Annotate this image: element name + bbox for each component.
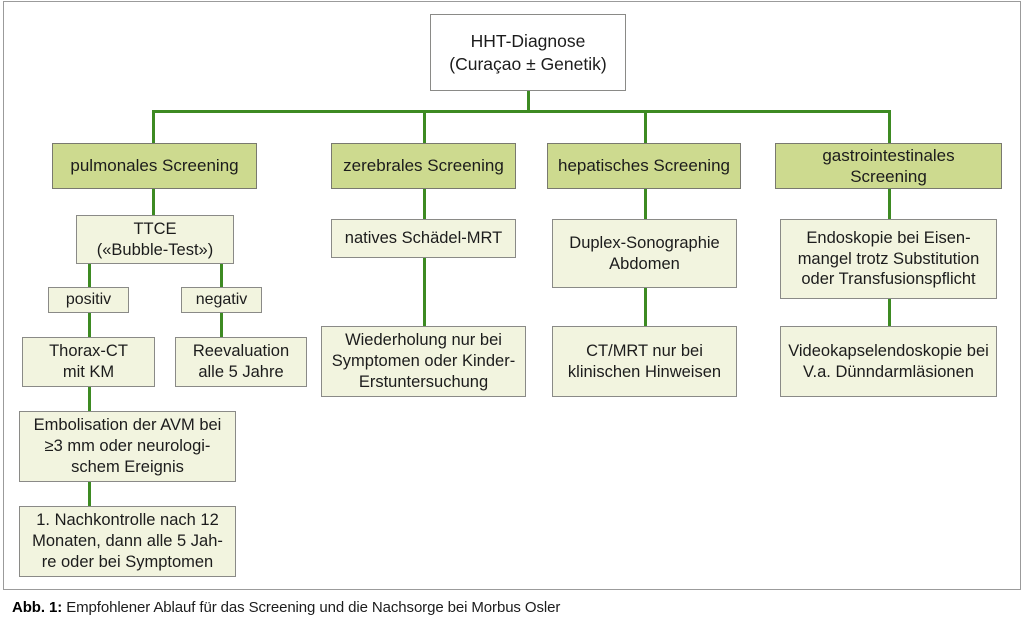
connector-main-bus <box>152 110 889 113</box>
connector-zerebral-to-mrt <box>423 188 426 219</box>
connector-gastro-to-endoskopie <box>888 188 891 219</box>
connector-negativ-to-reevaluation <box>220 312 223 338</box>
connector-positiv-to-thorax <box>88 312 91 338</box>
node-zerebrales-screening[interactable]: zerebrales Screening <box>331 143 516 189</box>
connector-duplex-to-ctmrt <box>644 288 647 326</box>
connector-endoskopie-to-videokapsel <box>888 299 891 326</box>
connector-embolisation-to-nachkontrolle <box>88 481 91 507</box>
connector-ttce-to-positiv <box>88 263 91 288</box>
node-hht-diagnose[interactable]: HHT-Diagnose (Curaçao ± Genetik) <box>430 14 626 91</box>
figure-caption-label: Abb. 1: <box>12 599 63 616</box>
connector-pulmonal-to-ttce <box>152 188 155 215</box>
node-natives-schaedel-mrt[interactable]: natives Schädel-MRT <box>331 219 516 258</box>
node-thorax-ct[interactable]: Thorax-CT mit KM <box>22 337 155 387</box>
node-gastrointestinales-screening[interactable]: gastrointestinales Screening <box>775 143 1002 189</box>
figure-caption-body-text: Empfohlener Ablauf für das Screening und… <box>66 599 561 616</box>
node-duplex-sonographie[interactable]: Duplex-Sonographie Abdomen <box>552 219 737 288</box>
connector-thorax-to-embolisation <box>88 386 91 412</box>
node-reevaluation[interactable]: Reevaluation alle 5 Jahre <box>175 337 307 387</box>
connector-mrt-to-wiederholung <box>423 258 426 326</box>
node-embolisation[interactable]: Embolisation der AVM bei ≥3 mm oder neur… <box>19 411 236 482</box>
node-videokapselendoskopie[interactable]: Videokapselendoskopie bei V.a. Dünndarml… <box>780 326 997 397</box>
connector-bus-to-pulmonal <box>152 110 155 143</box>
connector-bus-to-hepatisch <box>644 110 647 143</box>
connector-bus-to-gastro <box>888 110 891 143</box>
figure-caption: Abb. 1: Empfohlener Ablauf für das Scree… <box>3 599 560 616</box>
node-wiederholung[interactable]: Wiederholung nur bei Symptomen oder Kind… <box>321 326 526 397</box>
figure-caption-bar: Abb. 1: Empfohlener Ablauf für das Scree… <box>3 589 1021 625</box>
node-ct-mrt-klinisch[interactable]: CT/MRT nur bei klinischen Hinweisen <box>552 326 737 397</box>
node-endoskopie[interactable]: Endoskopie bei Eisen- mangel trotz Subst… <box>780 219 997 299</box>
node-negativ[interactable]: negativ <box>181 287 262 313</box>
connector-root-stem <box>527 90 530 112</box>
connector-layer <box>88 90 891 507</box>
node-pulmonales-screening[interactable]: pulmonales Screening <box>52 143 257 189</box>
connector-ttce-to-negativ <box>220 263 223 288</box>
node-nachkontrolle[interactable]: 1. Nachkontrolle nach 12 Monaten, dann a… <box>19 506 236 577</box>
flowchart-diagram: HHT-Diagnose (Curaçao ± Genetik) pulmona… <box>19 14 1002 577</box>
connector-bus-to-zerebral <box>423 110 426 143</box>
connector-hepatisch-to-duplex <box>644 188 647 219</box>
node-hepatisches-screening[interactable]: hepatisches Screening <box>547 143 741 189</box>
node-ttce[interactable]: TTCE («Bubble-Test») <box>76 215 234 264</box>
node-positiv[interactable]: positiv <box>48 287 129 313</box>
